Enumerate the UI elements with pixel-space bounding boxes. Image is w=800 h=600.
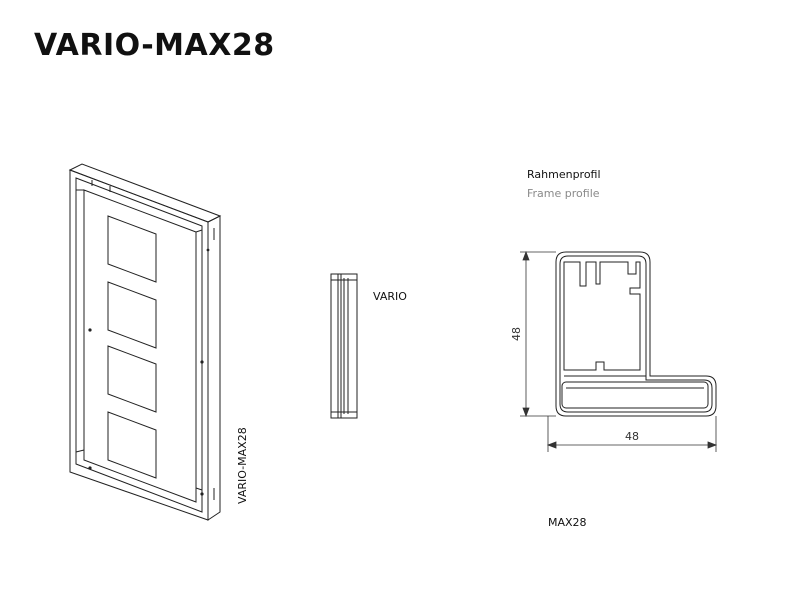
height-dimension-value: 48 <box>510 327 523 341</box>
arrow-head <box>546 441 557 449</box>
screw-hole <box>88 466 92 470</box>
frame-panel-4 <box>107 411 157 479</box>
profile-title-en: Frame profile <box>527 187 600 200</box>
profile-title-de: Rahmenprofil <box>527 168 601 181</box>
profile-lower-chamber <box>561 381 709 409</box>
frame-detail-line <box>195 229 203 233</box>
vario-label: VARIO <box>373 290 407 303</box>
arrow-head <box>522 250 530 261</box>
profile-outer-contour <box>555 251 717 417</box>
arrow-head <box>522 407 530 418</box>
profile-name-label: MAX28 <box>548 516 587 529</box>
frame-depth-side <box>207 215 221 521</box>
profile-upper-chamber <box>563 261 641 371</box>
vario-outer <box>330 273 358 419</box>
vario-side-profile <box>330 273 358 419</box>
width-dimension-value: 48 <box>625 430 639 443</box>
profile-inner-contour <box>559 255 713 413</box>
frame-detail-line <box>75 449 85 453</box>
arrow-head <box>707 441 718 449</box>
frame-panel-3 <box>107 345 157 413</box>
screw-hole <box>200 492 204 496</box>
frame-panel-2 <box>107 281 157 349</box>
frame-screw-holes <box>88 248 210 496</box>
frame-detail-line <box>195 487 203 491</box>
screw-hole <box>206 248 210 252</box>
frame-isometric-drawing <box>68 163 222 521</box>
page-title: VARIO-MAX28 <box>34 28 275 63</box>
frame-inner-border-2 <box>83 189 197 503</box>
frame-side-label: VARIO-MAX28 <box>236 427 249 504</box>
screw-hole <box>200 360 204 364</box>
frame-inner-border-1 <box>75 177 203 513</box>
max28-profile-section <box>555 251 717 417</box>
frame-panel-1 <box>107 215 157 283</box>
dimension-lines <box>520 250 718 452</box>
frame-depth-top <box>68 163 222 223</box>
screw-hole <box>88 328 92 332</box>
